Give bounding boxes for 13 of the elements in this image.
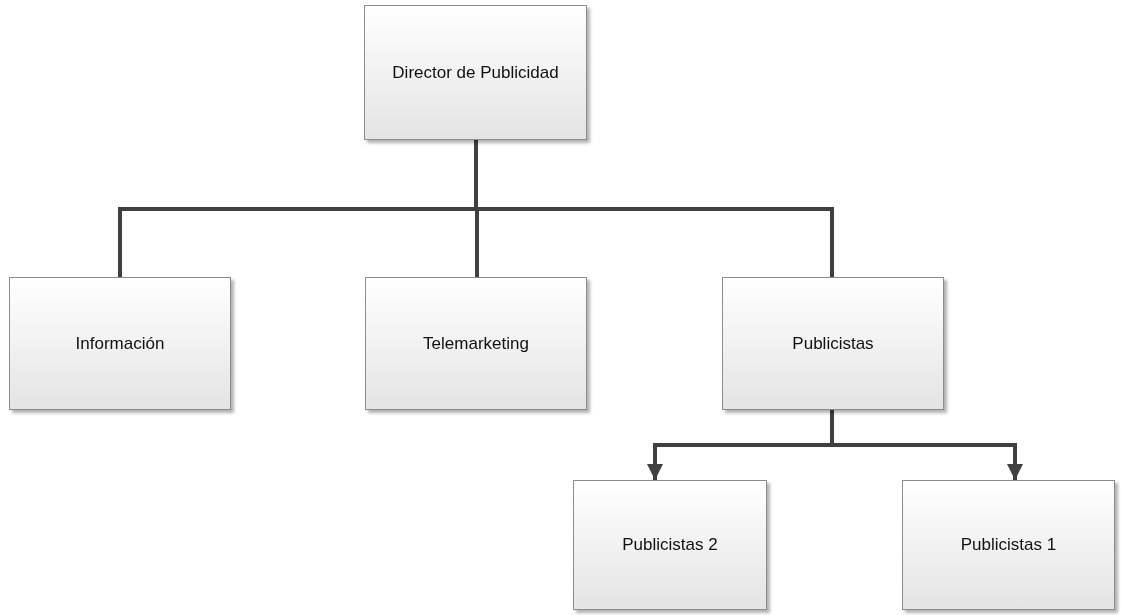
box-label: Director de Publicidad [391, 61, 560, 84]
org-box [902, 480, 1115, 610]
connector-line [474, 140, 834, 277]
box-label: Publicistas [791, 332, 875, 355]
box-label: Publicistas 2 [621, 534, 719, 557]
org-box [364, 5, 587, 140]
org-box [722, 277, 944, 410]
org-box [9, 277, 231, 410]
org-box [365, 277, 587, 410]
box-label: Publicistas 1 [959, 534, 1058, 557]
box-label: Telemarketing [422, 332, 530, 355]
box-label: Información [74, 332, 166, 355]
org-box [573, 480, 767, 610]
